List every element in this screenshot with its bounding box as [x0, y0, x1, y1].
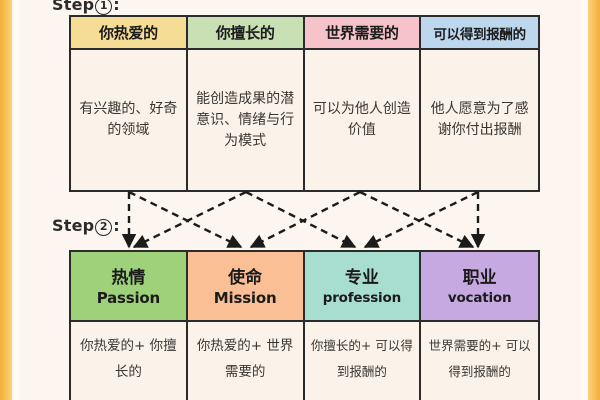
arrow-paid-to-profession — [363, 190, 479, 249]
bottom-header-en-1: Passion — [96, 289, 161, 307]
bottom-column-vocation: 职业 vocation 世界需要的+ 可以得到报酬的 — [421, 252, 538, 400]
right-edge-accent-band — [588, 0, 600, 400]
arrow-world-needs-to-mission — [249, 190, 361, 249]
step-2-prefix: Step — [52, 216, 95, 235]
bottom-header-cn-2: 使命 — [228, 268, 263, 288]
arrow-good-at-to-passion — [132, 190, 247, 249]
bottom-column-mission: 使命 Mission 你热爱的+ 世界需要的 — [187, 252, 305, 400]
top-column-body-2: 能创造成果的潜意识、情绪与行为模式 — [187, 50, 303, 190]
step-1-number: 1 — [95, 0, 113, 15]
arrow-good-at-to-profession — [245, 190, 357, 249]
bottom-header-en-4: vocation — [447, 290, 512, 306]
top-column-header-1: 你热爱的 — [71, 17, 186, 50]
step-1-table: 你热爱的 有兴趣的、好奇的领域 你擅长的 能创造成果的潜意识、情绪与行为模式 世… — [69, 15, 540, 192]
step-2-number: 2 — [95, 219, 113, 236]
step-2-suffix: : — [113, 216, 120, 235]
top-column-paid-for-source: 可以得到报酬的 他人愿意为了感谢你付出报酬 — [421, 17, 538, 190]
bottom-header-cn-1: 热情 — [111, 268, 146, 288]
bottom-column-body-1: 你热爱的+ 你擅长的 — [71, 322, 186, 400]
bottom-header-en-3: profession — [322, 290, 401, 306]
left-edge-inner-strip — [12, 0, 19, 400]
top-column-skill-source: 你擅长的 能创造成果的潜意识、情绪与行为模式 — [187, 17, 305, 190]
right-edge-inner-strip — [581, 0, 588, 400]
step-1-prefix: Step — [52, 0, 95, 14]
bottom-column-passion: 热情 Passion 你热爱的+ 你擅长的 — [71, 252, 188, 400]
step-1-suffix: : — [113, 0, 120, 14]
bottom-column-header-1: 热情 Passion — [71, 252, 186, 322]
top-column-passion-source: 你热爱的 有兴趣的、好奇的领域 — [71, 17, 188, 190]
top-column-header-2: 你擅长的 — [187, 17, 303, 50]
bottom-header-en-2: Mission — [213, 289, 277, 307]
bottom-column-header-3: 专业 profession — [304, 252, 420, 322]
step-2-table: 热情 Passion 你热爱的+ 你擅长的 使命 Mission 你热爱的+ 世… — [69, 250, 540, 400]
top-column-world-needs-source: 世界需要的 可以为他人创造价值 — [304, 17, 422, 190]
top-column-body-4: 他人愿意为了感谢你付出报酬 — [421, 50, 538, 190]
bottom-column-body-3: 你擅长的+ 可以得到报酬的 — [304, 322, 420, 400]
top-column-body-3: 可以为他人创造价值 — [304, 50, 420, 190]
top-column-header-4: 可以得到报酬的 — [421, 17, 538, 50]
bottom-column-header-4: 职业 vocation — [421, 252, 538, 322]
top-column-body-1: 有兴趣的、好奇的领域 — [71, 50, 186, 190]
arrow-loved-to-mission — [128, 190, 243, 249]
bottom-column-body-2: 你热爱的+ 世界需要的 — [187, 322, 303, 400]
bottom-column-profession: 专业 profession 你擅长的+ 可以得到报酬的 — [304, 252, 422, 400]
arrow-world-needs-to-vocation — [359, 190, 475, 249]
bottom-column-body-4: 世界需要的+ 可以得到报酬的 — [421, 322, 538, 400]
bottom-header-cn-4: 职业 — [462, 268, 497, 288]
bottom-header-cn-3: 专业 — [344, 268, 379, 288]
top-column-header-3: 世界需要的 — [304, 17, 420, 50]
connector-arrows — [121, 190, 486, 249]
left-edge-accent-band — [0, 0, 12, 400]
bottom-column-header-2: 使命 Mission — [187, 252, 303, 322]
